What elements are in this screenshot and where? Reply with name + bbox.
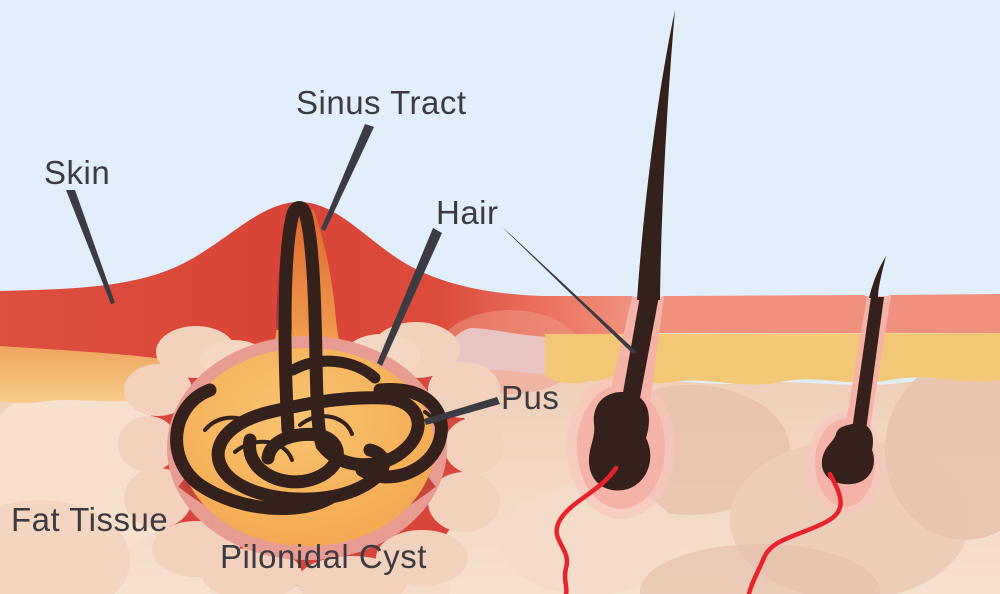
pus-pointer-line [424, 397, 500, 425]
subcutis-right [545, 333, 1000, 385]
hair-pointer-line-cyst [377, 228, 442, 366]
hair-shaft-2 [852, 297, 884, 430]
capillary-2 [746, 471, 843, 594]
hair-follicle-1 [554, 10, 675, 594]
cyst-hair-tangle [170, 201, 448, 516]
hair-pointer-line-follicle [502, 227, 637, 354]
sinus-tract-pointer-line [321, 124, 374, 231]
skin-pointer-line [66, 190, 115, 304]
capillary-1 [554, 465, 619, 594]
hair-1 [637, 10, 675, 300]
hair-shaft-1 [622, 296, 659, 398]
hair-2 [869, 256, 886, 298]
pointer-lines [66, 124, 637, 425]
hair-follicle-2 [746, 256, 891, 594]
hair-bulb-2 [821, 423, 874, 485]
hair-bulb-1 [588, 392, 651, 491]
